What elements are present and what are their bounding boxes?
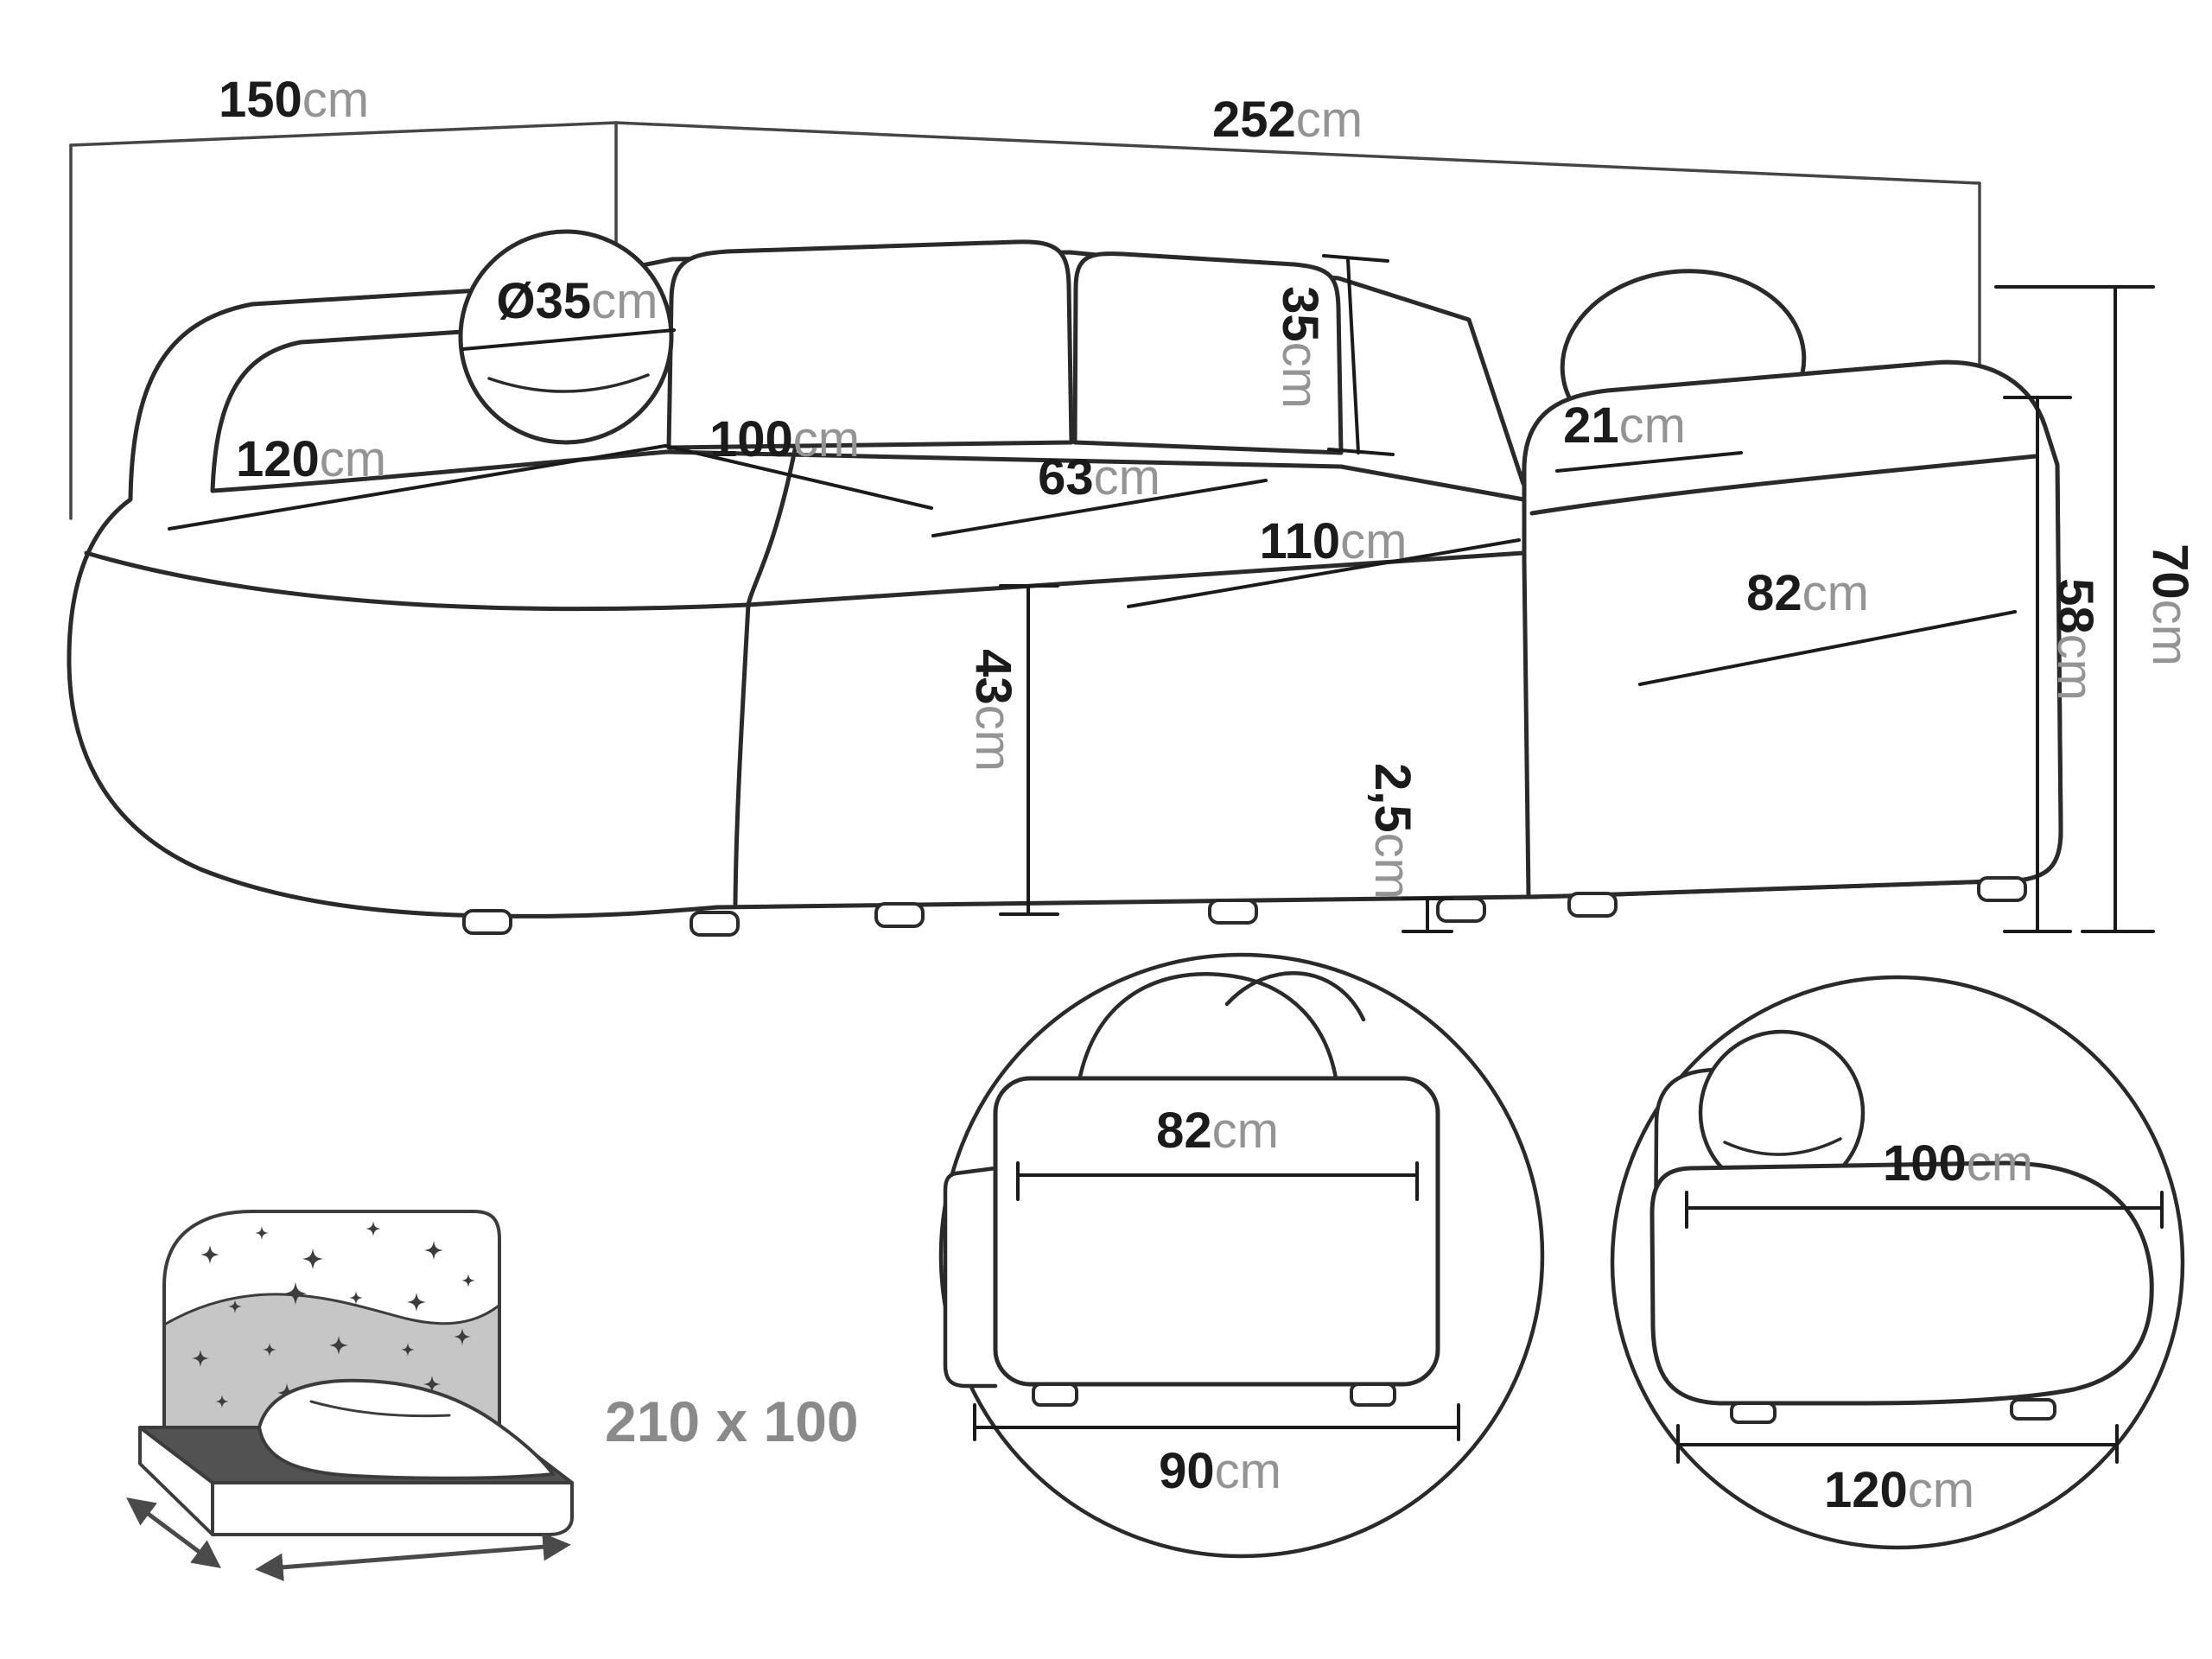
bed-base-front (211, 1481, 574, 1536)
dimension-lines (168, 254, 2155, 933)
dim-line-back-cushion-height (1322, 254, 1395, 456)
label-bolster-diameter: Ø35cm (497, 273, 658, 329)
sofa-leg (1977, 876, 2027, 902)
dim-line-seat-depth (931, 479, 1268, 537)
wall-top-edge-left (69, 121, 618, 147)
sofa-leg (1208, 899, 1258, 925)
detail-chaise-body (1649, 1160, 2154, 1406)
dim-line-total-height (1994, 285, 2155, 933)
label-detail-armrest-bottom: 90cm (1159, 1443, 1281, 1499)
detail-armrest-top-dim-line (1016, 1161, 1419, 1201)
detail-armrest-circle (938, 952, 1545, 1559)
detail-armrest-seat-edge (943, 1166, 998, 1389)
armrest-top-inner-edge (1529, 454, 2038, 516)
label-total-height: 70cm (2143, 543, 2199, 666)
round-pillow-left-crease (487, 373, 650, 393)
label-chaise-width: 120cm (236, 431, 386, 487)
detail-chaise-leg (1730, 1402, 1777, 1424)
dim-line-armrest-side (1638, 610, 2017, 686)
detail-armrest-leg (1350, 1382, 1396, 1407)
label-detail-armrest-top: 82cm (1156, 1103, 1279, 1159)
dim-line-chaise-width (168, 444, 667, 531)
label-detail-chaise-top: 100cm (1883, 1135, 2033, 1192)
bed-width-arrow (126, 1497, 221, 1568)
dim-line-armrest-height (2003, 396, 2072, 933)
sofa-drawing (67, 229, 2063, 937)
label-total-width: 252cm (1212, 92, 1363, 148)
backrest-inner-edge (210, 326, 519, 493)
label-detail-chaise-bottom: 120cm (1824, 1462, 1974, 1518)
detail-chaise-leg (2010, 1398, 2056, 1421)
label-seat-width: 110cm (1260, 513, 1408, 569)
detail-chaise-pillow-crease (1723, 1137, 1842, 1156)
sofa-leg (462, 909, 512, 935)
wall-top-edge-back (614, 121, 1981, 185)
sofa-leg (690, 911, 740, 937)
label-armrest-side-length: 82cm (1746, 565, 1869, 621)
label-back-depth: 150cm (219, 72, 369, 128)
dim-line-clearance (1402, 897, 1453, 933)
label-chaise-depth: 100cm (709, 411, 860, 467)
chaise-front-seat-edge (84, 550, 751, 612)
back-cushion-left (666, 239, 1074, 450)
detail-chaise-circle (1610, 975, 2185, 1550)
back-cushion-right (1072, 251, 1344, 455)
detail-armrest-leg (1032, 1382, 1078, 1407)
dim-line-seat-height (999, 584, 1059, 916)
sofa-leg (1436, 897, 1486, 923)
label-armrest-height: 58cm (2048, 578, 2104, 701)
label-seat-height: 43cm (966, 649, 1022, 772)
bed-duvet (257, 1378, 555, 1480)
sofa-leg (874, 902, 925, 928)
sleeping-area-icon: 210 x 100 (126, 1210, 859, 1582)
dimension-labels: 150cm 252cm Ø35cm 35cm 21cm 120cm 100cm … (219, 72, 2199, 899)
detail-chaise-bottom-dim-line (1676, 1424, 2119, 1464)
bed-headboard-band-edge (164, 1293, 499, 1325)
seat-back-edge (664, 449, 1526, 502)
dim-line-pillow-diameter (461, 328, 676, 351)
round-pillow-left (458, 229, 674, 445)
detail-armrest-pillow (1074, 972, 1340, 1098)
detail-armrest-pillow-2 (1224, 971, 1366, 1022)
bed-duvet-fold (309, 1400, 451, 1418)
seat-seam (733, 447, 798, 906)
sleeping-area-size-label: 210 x 100 (605, 1389, 859, 1453)
detail-armrest-panel (993, 1076, 1440, 1387)
label-armrest-top-width: 21cm (1563, 397, 1686, 454)
dim-line-chaise-depth (664, 444, 933, 510)
sofa-leg (1567, 892, 1618, 918)
sofa-legs (462, 876, 2027, 937)
detail-circle-chaise: 100cm 120cm (1610, 975, 2185, 1550)
label-seat-depth: 63cm (1038, 449, 1160, 505)
bed-length-arrow (255, 1532, 571, 1582)
label-clearance-height: 2,5cm (1365, 763, 1421, 899)
detail-circle-armrest: 82cm 90cm (938, 952, 1545, 1559)
dim-line-armrest-top (1555, 451, 1743, 473)
label-back-cushion-height: 35cm (1273, 286, 1329, 409)
detail-chaise-top-dim-line (1685, 1191, 2164, 1229)
detail-armrest-bottom-dim-line (973, 1403, 1460, 1441)
dim-line-seat-width (1127, 538, 1521, 608)
